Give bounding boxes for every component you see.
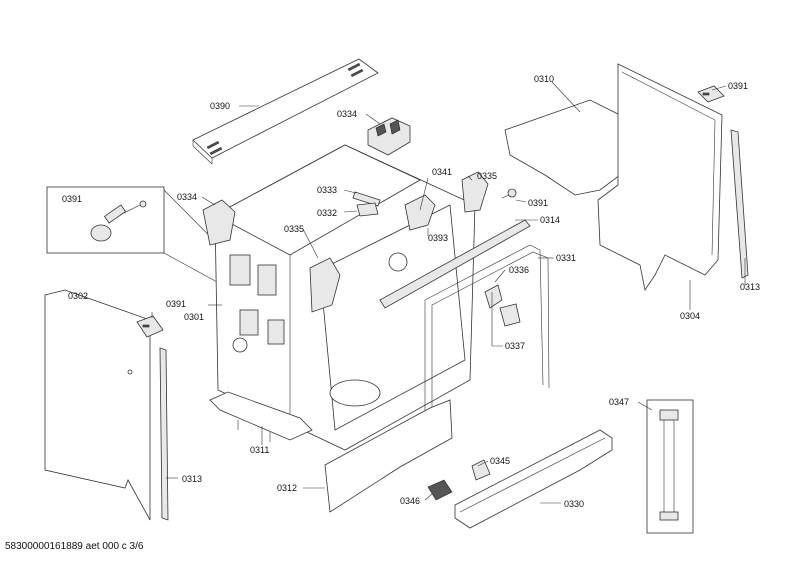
part-door-frame-0331 [424,244,550,442]
leader-0391-right [515,199,527,203]
part-connector-0333 [352,191,381,207]
part-base-plate-0311 [209,391,313,442]
label-0341: 0341 [432,167,452,177]
part-rail-0314 [379,219,531,309]
document-footer-code: 58300000161889 aet 000 c 3/6 [5,541,144,552]
part-base-tray-0330 [454,429,613,529]
label-0312: 0312 [277,483,297,493]
label-0334-left: 0334 [177,192,197,202]
label-0301: 0301 [184,312,204,322]
label-0390: 0390 [210,101,230,111]
label-0311: 0311 [250,445,269,455]
leader-0333 [343,189,357,194]
label-0391-right: 0391 [528,198,548,208]
leader-0332 [343,210,358,213]
label-0347: 0347 [609,397,629,407]
label-0337: 0337 [505,341,525,351]
part-cable-harness-box [646,399,694,534]
part-kickplate-0312 [324,399,453,513]
part-latch-top [367,117,411,156]
label-0334-top: 0334 [337,109,357,119]
leader-0341 [419,177,429,211]
part-clip-0337 [499,303,521,327]
label-0310: 0310 [534,74,554,84]
part-bracket-top-right [697,85,725,103]
leader-0310 [551,81,581,113]
label-0336: 0336 [509,265,529,275]
label-0313-right: 0313 [740,282,760,292]
label-0335-mid: 0335 [284,224,304,234]
part-side-panel-right [597,63,723,292]
part-seal-strip-left [159,347,169,521]
leader-0347 [637,401,653,411]
label-0345: 0345 [490,456,510,466]
label-0346: 0346 [400,496,420,506]
part-main-tub [202,144,489,451]
part-hook-0332 [356,202,379,217]
label-0314: 0314 [540,215,560,225]
leader-0346 [424,493,433,501]
leader-0336 [494,269,506,283]
label-0391-top-right: 0391 [728,81,748,91]
part-bracket-0345 [471,459,491,481]
label-0335-right: 0335 [477,171,497,181]
leader-0391-top-right [711,85,727,91]
label-0393: 0393 [428,233,448,243]
label-0304: 0304 [680,311,700,321]
label-0302: 0302 [68,291,88,301]
inset-box-screw-detail [46,186,165,254]
label-0333: 0333 [317,185,337,195]
leader-0334-left [201,196,216,206]
part-screw-right [501,188,517,199]
part-bracket-middle-left [136,315,164,338]
label-0331: 0331 [556,253,576,263]
label-0391-middle: 0391 [166,299,186,309]
label-0391-inset: 0391 [62,194,82,204]
leader-0345 [477,460,489,467]
part-hinge-0336 [484,284,503,309]
leader-0335-mid [302,228,319,259]
label-0332: 0332 [317,208,337,218]
part-module-0346 [427,479,453,501]
leader-0336-0337 [491,292,503,347]
label-0313-left: 0313 [182,474,202,484]
label-0330: 0330 [564,499,584,509]
part-top-cover-strip [192,58,379,165]
part-door-panel-left [44,289,151,521]
leader-0334-top [365,113,381,125]
leader-0335-right [467,175,473,181]
part-seal-strip-right [730,129,749,279]
